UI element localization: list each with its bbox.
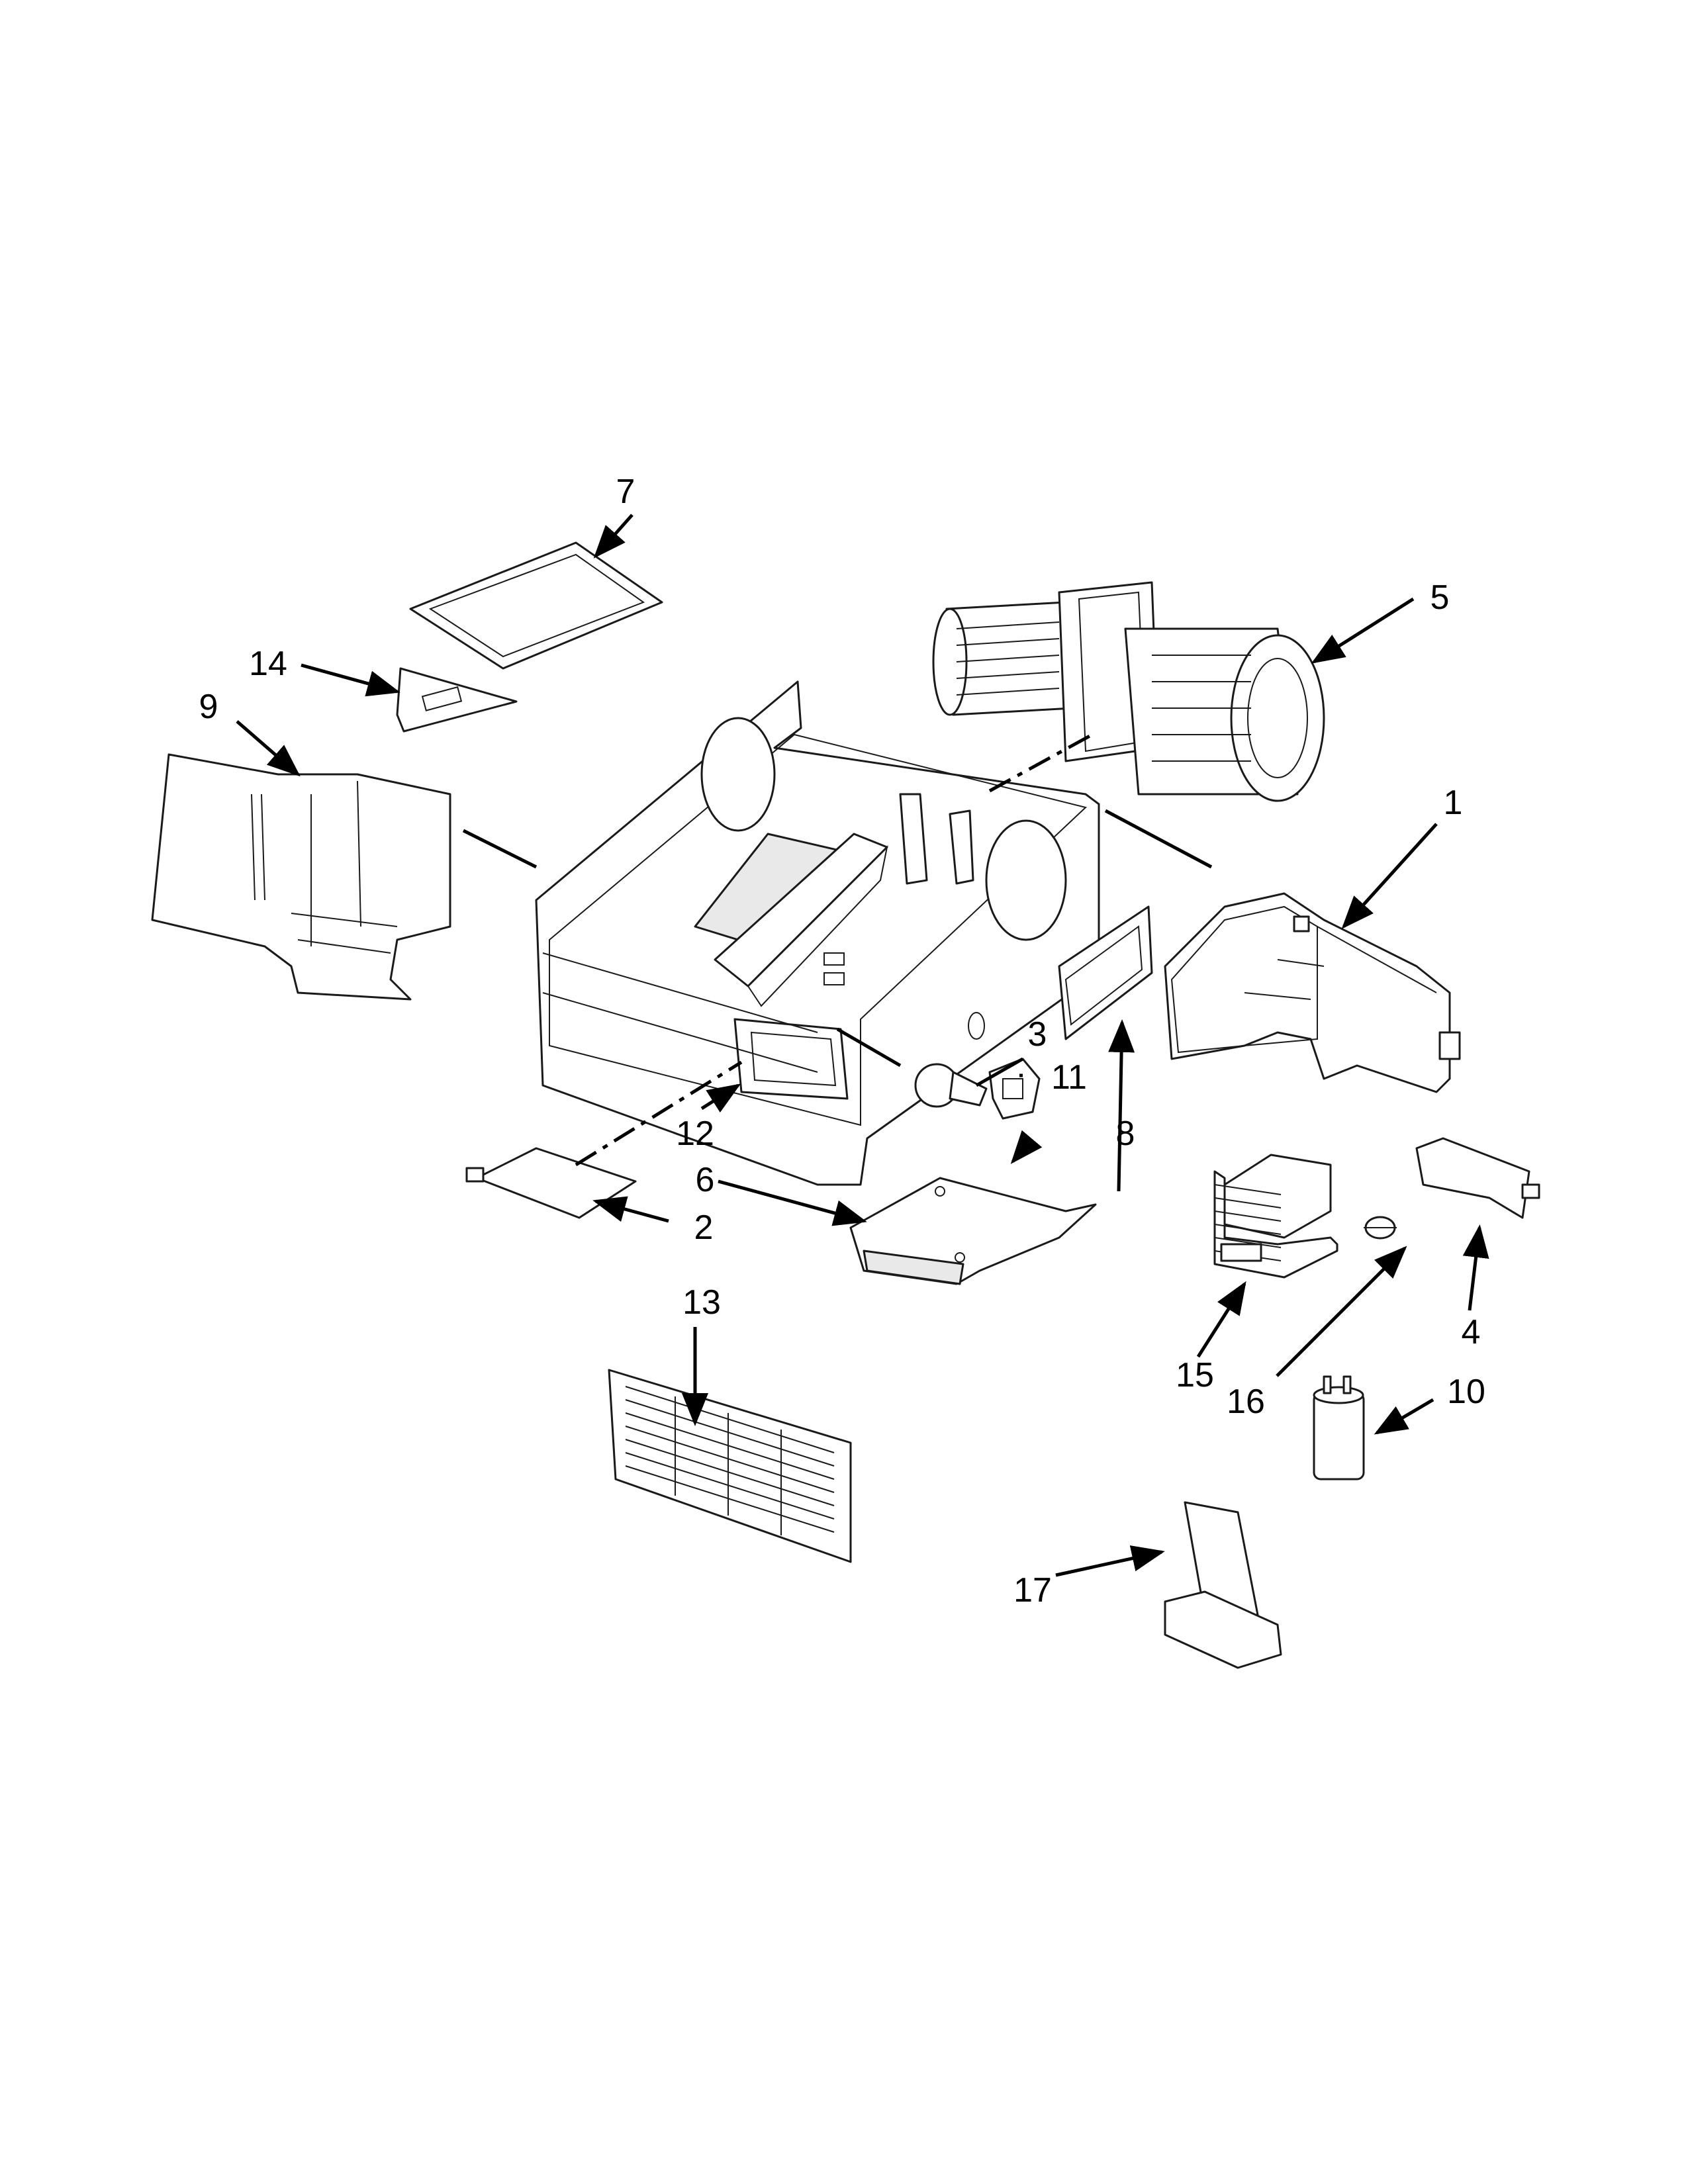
- part-1-duct-assembly: [1164, 892, 1461, 1093]
- callout-16: 16: [1227, 1383, 1265, 1421]
- callout-14: 14: [249, 645, 287, 683]
- callout-17: 17: [1013, 1571, 1052, 1610]
- callout-1: 1: [1444, 784, 1463, 822]
- callout-15: 15: [1176, 1356, 1214, 1394]
- part-3-bulb: [914, 1063, 988, 1108]
- callout-6: 6: [696, 1161, 715, 1199]
- part-10-capacitor: [1313, 1375, 1365, 1480]
- callout-7: 7: [616, 473, 635, 511]
- part-14-plate: [396, 667, 518, 733]
- callout-10: 10: [1447, 1373, 1485, 1411]
- callout-13: 13: [682, 1283, 721, 1322]
- callout-2: 2: [694, 1208, 714, 1247]
- part-7-filter: [409, 541, 663, 670]
- part-4-bracket: [1415, 1137, 1540, 1219]
- callout-3: 3: [1028, 1015, 1047, 1054]
- part-15-transformer: [1213, 1154, 1338, 1279]
- callout-9: 9: [199, 688, 218, 726]
- callout-12: 12: [676, 1115, 714, 1153]
- callout-labels: 7 14 9 5 1 3 11 8 12 2 6 4 15 16 10 13 1…: [199, 473, 1485, 1610]
- part-17-vent-guide: [1164, 1501, 1282, 1669]
- part-2-cover: [465, 1147, 637, 1219]
- callout-4: 4: [1462, 1313, 1481, 1351]
- callout-8: 8: [1116, 1115, 1135, 1153]
- part-11-socket: [988, 1058, 1041, 1120]
- part-9-air-guide: [151, 753, 451, 1001]
- callout-11: 11: [1051, 1058, 1087, 1097]
- part-6-plate: [849, 1177, 1097, 1285]
- part-8-panel: [1058, 905, 1153, 1040]
- part-13-grille: [608, 1369, 852, 1563]
- callout-5: 5: [1430, 578, 1450, 617]
- part-5-blower-motor: [932, 581, 1325, 802]
- leader-lines: [236, 514, 1489, 1577]
- part-16-thermal-fuse: [1364, 1216, 1397, 1240]
- chassis-base: [535, 680, 1100, 1186]
